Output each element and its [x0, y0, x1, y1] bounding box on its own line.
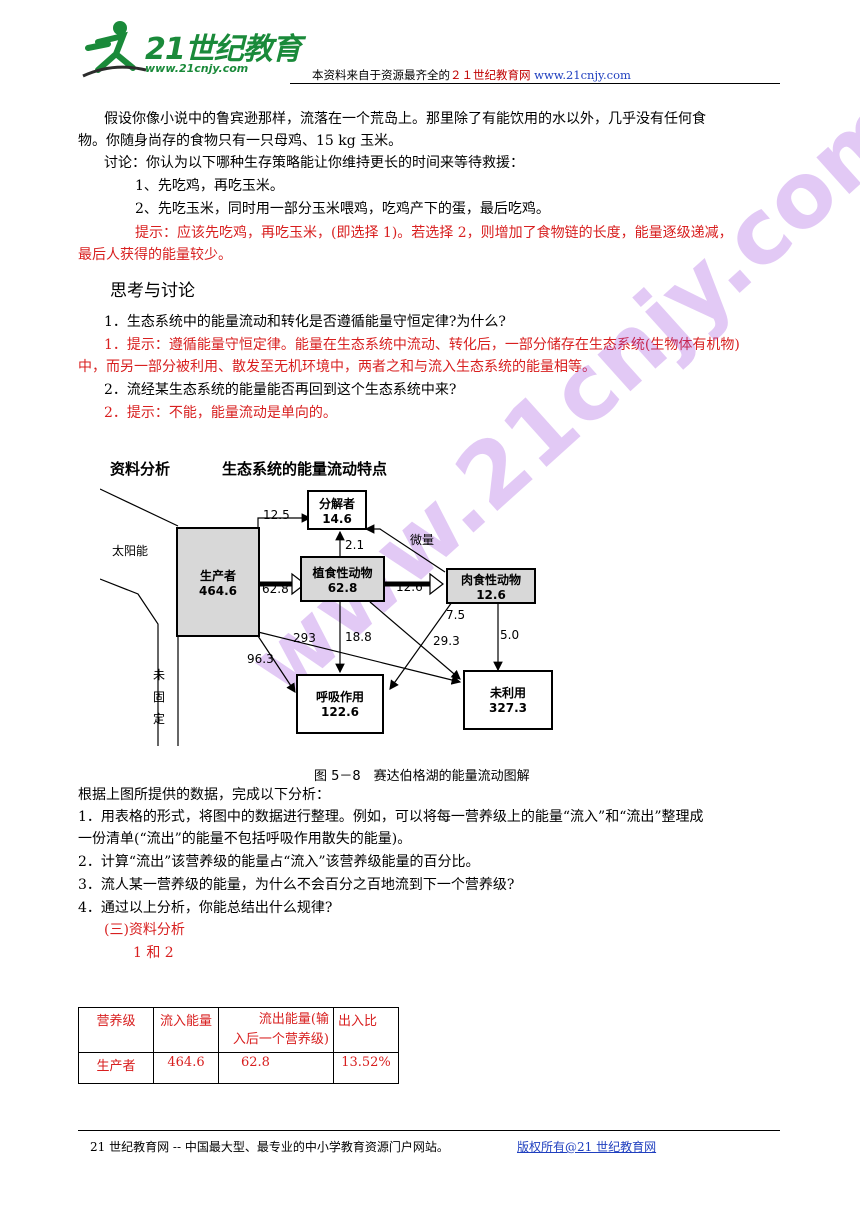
- edge-label-carnivore-unused: 5.0: [500, 628, 520, 642]
- table-cell: 生产者: [78, 1052, 154, 1084]
- header-source: 本资料来自于资源最齐全的２１世纪教育网 www.21cnjy.com: [312, 67, 631, 83]
- arrow-herbivore-carnivore-head: [429, 572, 444, 596]
- table-header-c2-line2: 入后一个营养级): [232, 1032, 329, 1047]
- intro-line2: 物。你随身尚存的食物只有一只母鸡、15 kg 玉米。: [78, 133, 403, 149]
- node-unused-name: 未利用: [489, 686, 526, 700]
- analysis-intro: 根据上图所提供的数据，完成以下分析：: [78, 787, 330, 803]
- node-herbivore: 植食性动物 62.8: [300, 556, 385, 602]
- analysis-answer-heading: (三)资料分析: [104, 922, 185, 938]
- arrow-herbivore-unused: [369, 601, 461, 680]
- header-source-prefix: 本资料来自于资源最齐全的: [312, 68, 450, 82]
- unfixed-char-2: 固: [152, 690, 165, 704]
- table-header-c2-line1: 流出能量(输: [258, 1012, 329, 1027]
- node-producer-name: 生产者: [199, 569, 236, 583]
- intro-option2: 2、先吃玉米，同时用一部分玉米喂鸡，吃鸡产下的蛋，最后吃鸡。: [135, 201, 550, 217]
- sun-label: 太阳能: [112, 544, 149, 558]
- table-header-cell: 流出能量(输 入后一个营养级): [218, 1007, 334, 1053]
- arrow-carnivore-decomposer: [364, 524, 446, 573]
- footer-text: 21 世纪教育网 -- 中国最大型、最专业的中小学教育资源门户网站。: [90, 1140, 449, 1154]
- node-decomposer-value: 14.6: [322, 512, 352, 526]
- edge-label-producer-respiration: 96.3: [247, 652, 274, 666]
- edge-label-herbivore-respiration: 18.8: [345, 630, 372, 644]
- header-source-url[interactable]: www.21cnjy.com: [534, 68, 631, 82]
- node-producer: 生产者 464.6: [176, 527, 260, 637]
- unfixed-boundary-line: [100, 578, 159, 746]
- energy-table: 营养级 流入能量 流出能量(输 入后一个营养级) 出入比 生产者 464.6 6…: [78, 1007, 399, 1084]
- analysis-item1-line2: 一份清单(“流出”的能量不包括呼吸作用散失的能量)。: [78, 831, 412, 847]
- edge-label-herbivore-decomposer: 2.1: [345, 538, 365, 552]
- node-carnivore: 肉食性动物 12.6: [446, 568, 536, 604]
- header-divider: [290, 83, 780, 84]
- logo-text: 21世纪教育: [145, 32, 302, 67]
- runner-logo-icon: [82, 21, 147, 78]
- node-unused: 未利用 327.3: [463, 670, 553, 730]
- analysis-item4: 4．通过以上分析，你能总结出什么规律?: [78, 900, 333, 916]
- think-a1-line2: 中，而另一部分被利用、散发至无机环境中，两者之和与流入生态系统的能量相等。: [78, 359, 596, 375]
- intro-line1: 假设你像小说中的鲁宾逊那样，流落在一个荒岛上。那里除了有能饮用的水以外，几乎没有…: [104, 111, 706, 127]
- edge-label-herbivore-unused: 29.3: [433, 634, 460, 648]
- micro-label: 微量: [410, 533, 435, 547]
- arrow-producer-respiration: [257, 635, 296, 694]
- table-cell: 464.6: [153, 1052, 219, 1084]
- analysis-item3: 3．流人某一营养级的能量，为什么不会百分之百地流到下一个营养级?: [78, 877, 515, 893]
- arrow-producer-decomposer: [257, 513, 312, 528]
- footer-copyright-link[interactable]: 版权所有@21 世纪教育网: [517, 1140, 657, 1154]
- node-respiration-value: 122.6: [321, 705, 359, 719]
- intro-hint-line1: 提示：应该先吃鸡，再吃玉米，(即选择 1)。若选择 2，则增加了食物链的长度，能…: [135, 225, 733, 241]
- node-herbivore-name: 植食性动物: [312, 566, 373, 580]
- unfixed-char-3: 定: [152, 712, 165, 726]
- analysis-item2: 2．计算“流出”该营养级的能量占“流入”该营养级能量的百分比。: [78, 854, 480, 870]
- table-header-row: 营养级 流入能量 流出能量(输 入后一个营养级) 出入比: [78, 1007, 399, 1053]
- arrow-producer-unused: [257, 631, 462, 685]
- arrow-producer-herbivore-head: [291, 572, 306, 596]
- energy-flow-diagram: [100, 488, 503, 746]
- node-producer-value: 464.6: [199, 584, 237, 598]
- sunlight-boundary-line: [100, 488, 179, 527]
- node-carnivore-value: 12.6: [476, 588, 506, 602]
- edge-label-producer-unused: 293: [293, 631, 316, 645]
- figure-title-right: 生态系统的能量流动特点: [222, 460, 388, 478]
- table-row: 生产者 464.6 62.8 13.52%: [78, 1052, 399, 1084]
- edge-label-herbivore-carnivore: 12.6: [396, 580, 423, 594]
- edge-label-carnivore-respiration: 7.5: [446, 608, 466, 622]
- think-a1-line1: 1．提示：遵循能量守恒定律。能量在生态系统中流动、转化后，一部分储存在生态系统(…: [104, 337, 740, 353]
- table-header-cell: 营养级: [78, 1007, 154, 1053]
- table-header-cell: 流入能量: [153, 1007, 219, 1053]
- intro-option1: 1、先吃鸡，再吃玉米。: [135, 178, 284, 194]
- table-cell: 13.52%: [333, 1052, 399, 1084]
- node-herbivore-value: 62.8: [327, 581, 358, 595]
- node-respiration: 呼吸作用 122.6: [296, 674, 384, 734]
- edge-label-producer-decomposer: 12.5: [263, 508, 290, 522]
- footer-divider: [78, 1130, 780, 1131]
- analysis-item1-line1: 1．用表格的形式，将图中的数据进行整理。例如，可以将每一营养级上的能量“流入”和…: [78, 809, 704, 825]
- analysis-answer-sub: 1 和 2: [133, 945, 174, 961]
- logo: [78, 18, 298, 86]
- unfixed-char-1: 未: [152, 668, 165, 682]
- node-decomposer-name: 分解者: [318, 497, 355, 511]
- logo-url: www.21cnjy.com: [145, 62, 249, 75]
- table-header-cell: 出入比: [333, 1007, 399, 1053]
- think-q1: 1．生态系统中的能量流动和转化是否遵循能量守恒定律?为什么?: [104, 314, 506, 330]
- unfixed-label: 未 固 定: [152, 664, 166, 730]
- think-q2: 2．流经某生态系统的能量能否再回到这个生态系统中来?: [104, 382, 457, 398]
- figure-title-left: 资料分析: [110, 460, 171, 478]
- node-respiration-name: 呼吸作用: [315, 690, 364, 704]
- table-cell: 62.8: [218, 1052, 334, 1084]
- edge-label-producer-herbivore: 62.8: [262, 582, 289, 596]
- node-decomposer: 分解者 14.6: [307, 490, 367, 530]
- intro-hint-line2: 最后人获得的能量较少。: [78, 247, 232, 263]
- intro-discuss: 讨论：你认为以下哪种生存策略能让你维持更长的时间来等待救援：: [104, 155, 524, 171]
- node-unused-value: 327.3: [489, 701, 527, 715]
- node-carnivore-name: 肉食性动物: [460, 573, 521, 587]
- think-heading: 思考与讨论: [110, 281, 195, 301]
- header-source-name: ２１世纪教育网: [450, 68, 531, 82]
- think-a2: 2．提示：不能，能量流动是单向的。: [104, 405, 337, 421]
- figure-caption: 图 5－8 赛达伯格湖的能量流动图解: [314, 769, 530, 784]
